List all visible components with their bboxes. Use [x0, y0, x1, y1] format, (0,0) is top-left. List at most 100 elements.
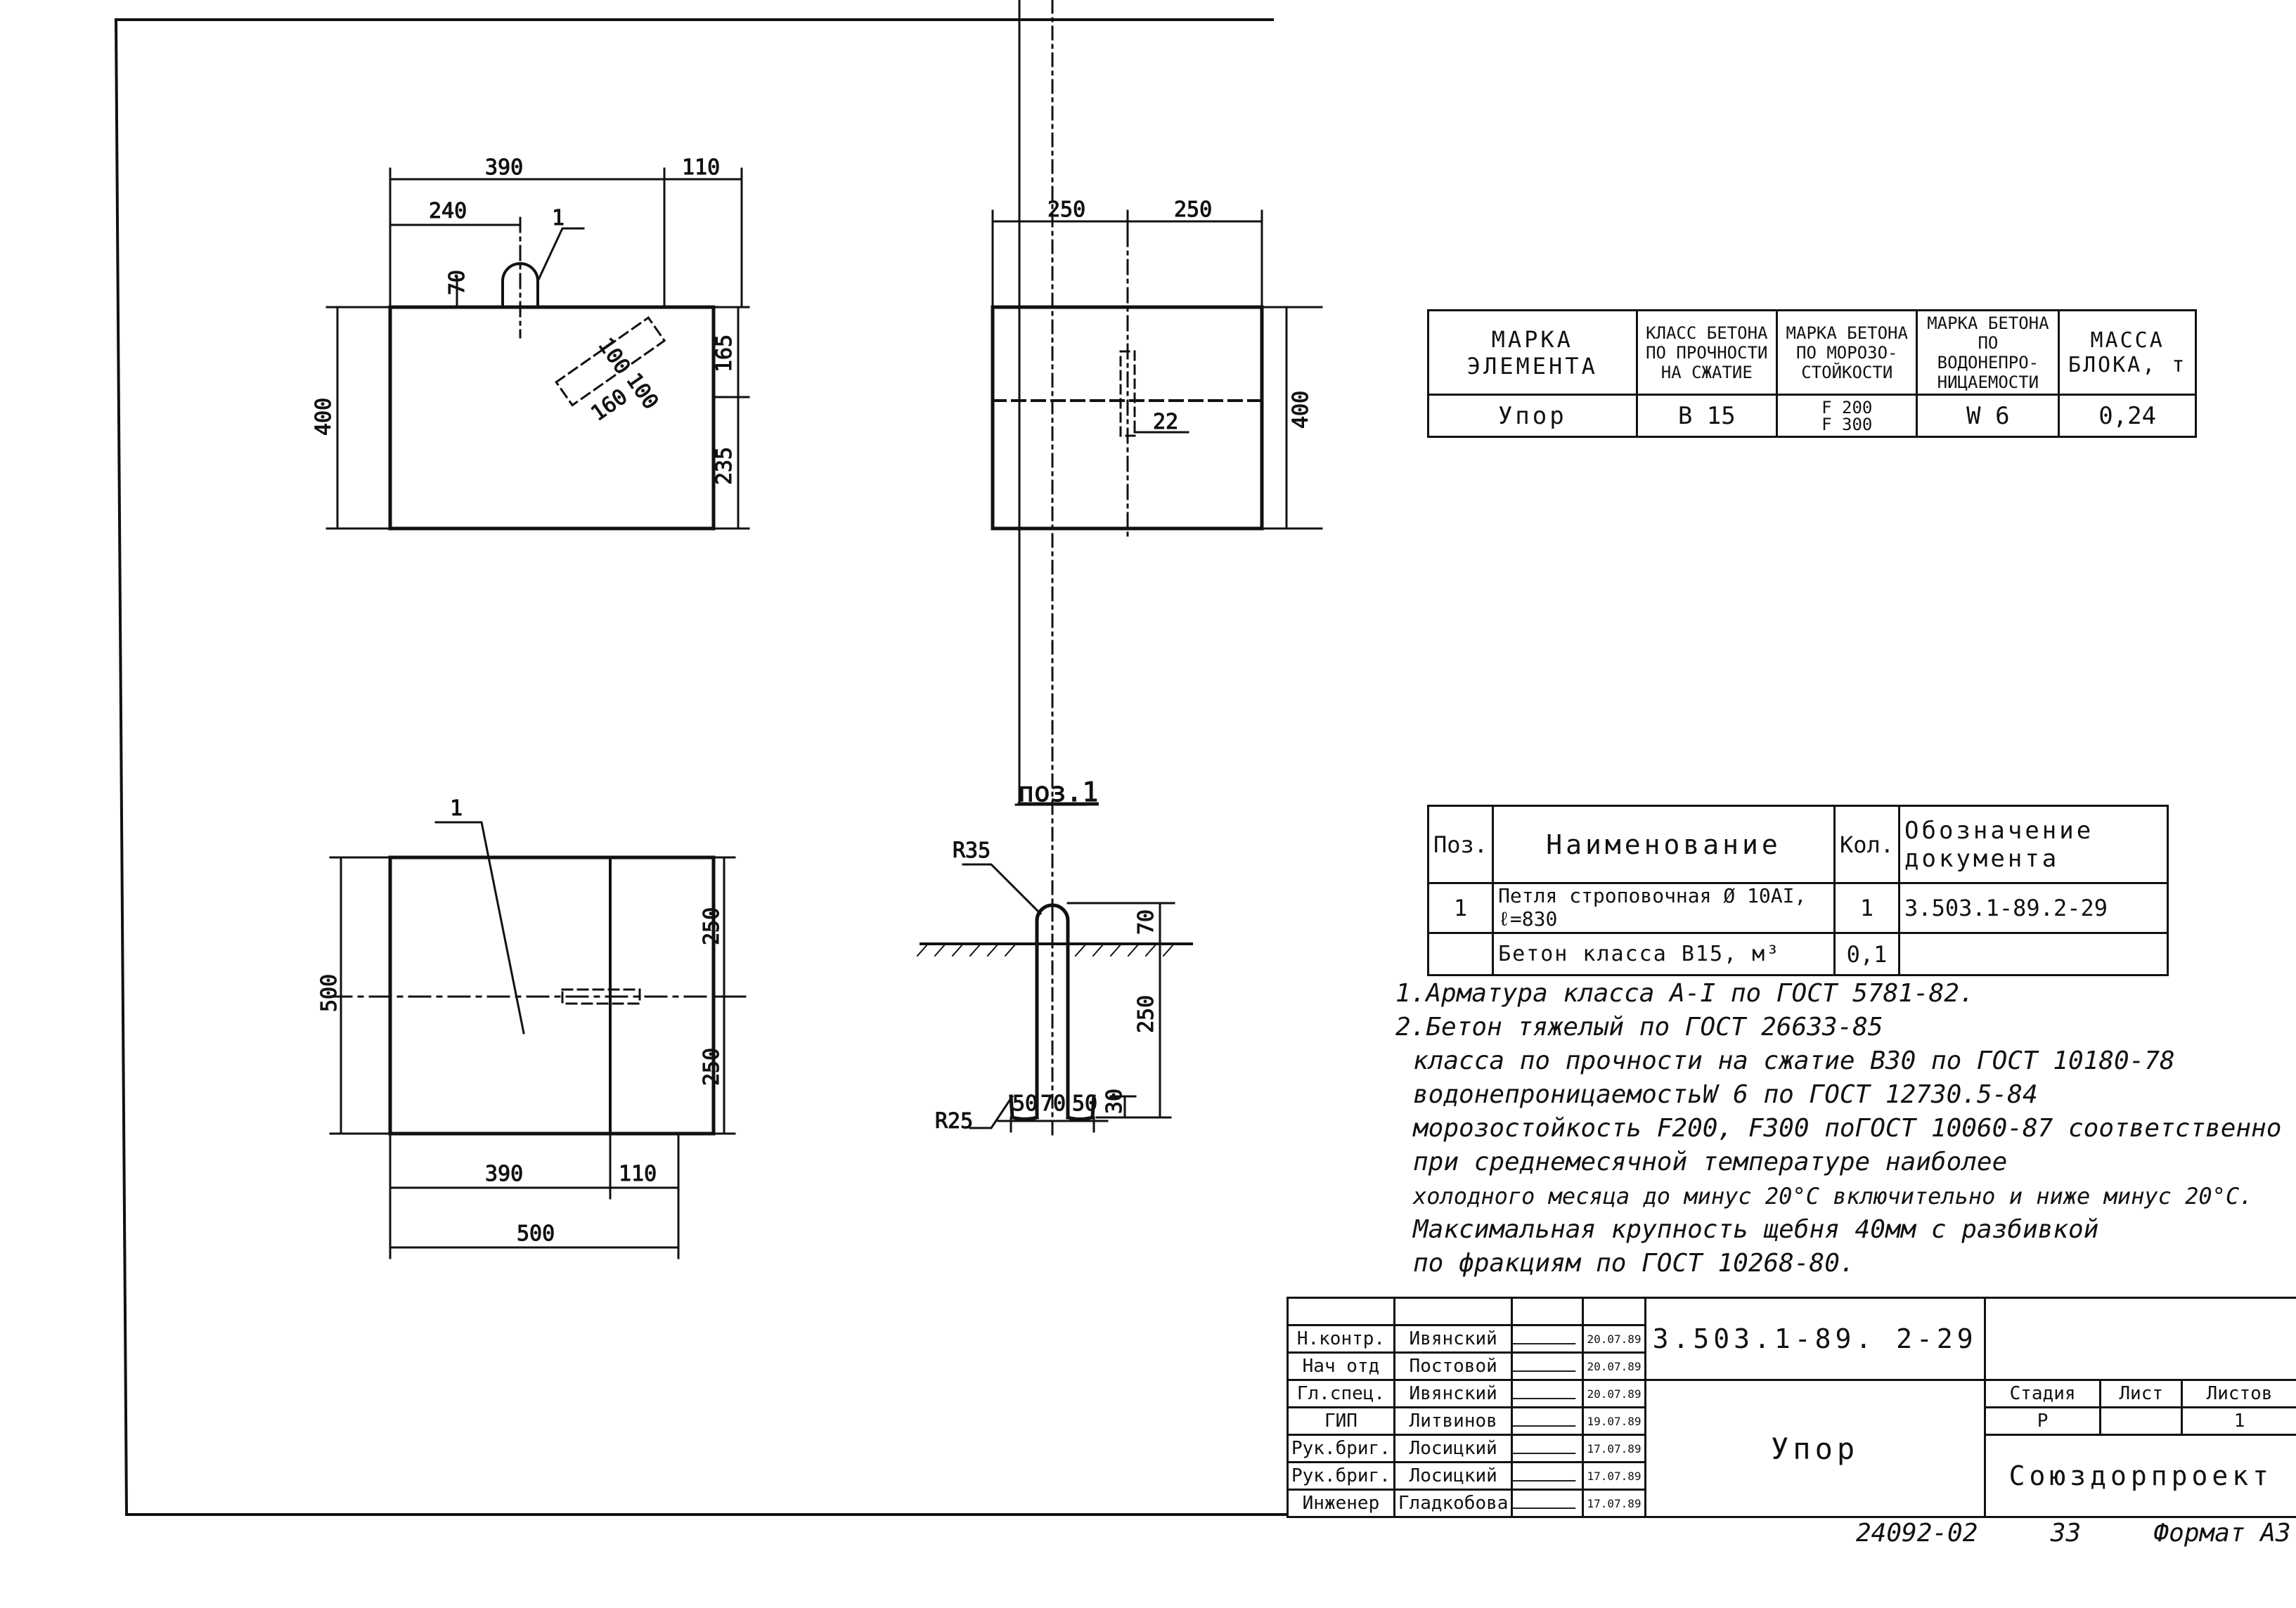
signature — [1511, 1434, 1585, 1463]
drawing-frame — [114, 18, 1288, 1517]
staff-role: ГИП — [1286, 1406, 1395, 1436]
dim-500-vertical: 500 — [317, 974, 342, 1012]
dim-500-horizontal: 500 — [517, 1221, 555, 1246]
dim-390: 390 — [485, 155, 523, 180]
header-mass: МАССА БЛОКА, т — [2058, 309, 2197, 396]
staff-name: Лосицкий — [1393, 1434, 1514, 1463]
spec-name: Бетон класса B15, м³ — [1492, 932, 1836, 976]
dim-detail-30: 30 — [1102, 1089, 1127, 1114]
staff-role: Гл.спец. — [1286, 1379, 1395, 1408]
spec-name: Петля строповочная Ø 10АI, ℓ=830 — [1492, 882, 1836, 934]
sheets-value: 1 — [2181, 1406, 2296, 1436]
cell-frost-2: F 300 — [1821, 414, 1873, 434]
staff-row: Рук.бриг. Лосицкий 17.07.89 — [1286, 1461, 2296, 1491]
staff-name: Ивянский — [1393, 1379, 1514, 1408]
dim-390-plan: 390 — [485, 1162, 523, 1186]
dim-r25: R25 — [935, 1109, 973, 1134]
dim-250-left: 250 — [1047, 197, 1085, 222]
drawing-code: 3.503.1-89. 2-29 — [1644, 1297, 1986, 1381]
staff-role: Н.контр. — [1286, 1324, 1395, 1354]
staff-name: Ивянский — [1393, 1324, 1514, 1354]
dim-detail-250: 250 — [1134, 995, 1159, 1033]
note-line: холодного месяца до минус 20°С включител… — [1413, 1183, 2253, 1210]
dim-detail-50-left: 50 — [1012, 1091, 1038, 1116]
note-line: 1.Арматура класса А-I по ГОСТ 5781-82. — [1395, 979, 1975, 1008]
notes-block: 1.Арматура класса А-I по ГОСТ 5781-82. 2… — [1395, 977, 2281, 1280]
signature — [1511, 1406, 1585, 1436]
dim-detail-70-bottom: 70 — [1040, 1091, 1066, 1116]
staff-date: 17.07.89 — [1582, 1489, 1646, 1518]
staff-row: Гл.спец. Ивянский 20.07.89 Упор Стадия Л… — [1286, 1379, 2296, 1518]
paper-format: Формат А3 — [2153, 1519, 2291, 1548]
staff-date: 20.07.89 — [1582, 1324, 1646, 1354]
spec-row: 1 Петля строповочная Ø 10АI, ℓ=830 1 3.5… — [1426, 882, 2169, 934]
staff-date: 17.07.89 — [1582, 1434, 1646, 1463]
note-line: по фракциям по ГОСТ 10268-80. — [1413, 1249, 1855, 1278]
spec-header-pos: Поз. — [1426, 805, 1495, 884]
cell-strength: B 15 — [1635, 394, 1779, 438]
signature — [1511, 1489, 1585, 1518]
spec-doc — [1898, 932, 2169, 976]
dim-400-side: 400 — [1289, 391, 1313, 429]
view-front — [325, 167, 750, 531]
specification-table: Поз. Наименование Кол. Обозначение докум… — [1426, 805, 2169, 976]
staff-row: ГИП Литвинов 19.07.89 Р 1 — [1286, 1406, 2296, 1436]
spec-header-doc: Обозначение документа — [1898, 805, 2169, 884]
note-line: при среднемесячной температуре наиболее — [1413, 1148, 2008, 1176]
dim-400: 400 — [311, 398, 336, 436]
dim-240: 240 — [429, 199, 467, 223]
header-strength: КЛАСС БЕТОНА ПО ПРОЧНОСТИ НА СЖАТИЕ — [1635, 309, 1779, 396]
spec-pos: 1 — [1426, 882, 1495, 934]
signature — [1511, 1461, 1585, 1491]
staff-date: 20.07.89 — [1582, 1351, 1646, 1381]
dim-110-plan: 110 — [619, 1162, 657, 1186]
spec-qty: 0,1 — [1833, 932, 1901, 976]
cell-frost: F 200 F 300 — [1776, 394, 1918, 438]
spec-row: Бетон класса B15, м³ 0,1 — [1426, 932, 2169, 976]
properties-table: МАРКА ЭЛЕМЕНТА КЛАСС БЕТОНА ПО ПРОЧНОСТИ… — [1427, 309, 2197, 438]
signature — [1511, 1351, 1585, 1381]
dim-165: 165 — [712, 335, 737, 372]
sheets-header: Листов — [2181, 1379, 2296, 1408]
view-plan — [329, 821, 747, 1259]
staff-row: Нач отд Постовой 20.07.89 — [1286, 1351, 2296, 1381]
footer: 24092-02 33 Формат А3 — [1856, 1517, 2291, 1550]
staff-name: Постовой — [1393, 1351, 1514, 1381]
signature — [1511, 1324, 1585, 1354]
note-line: водонепроницаемостьW 6 по ГОСТ 12730.5-8… — [1413, 1080, 2038, 1109]
note-line: 2.Бетон тяжелый по ГОСТ 26633-85 — [1395, 1013, 1883, 1042]
dim-22: 22 — [1153, 410, 1178, 434]
detail-title: поз.1 — [1018, 777, 1098, 808]
staff-date: 17.07.89 — [1582, 1461, 1646, 1491]
dim-110: 110 — [682, 155, 720, 180]
staff-name: Лосицкий — [1393, 1461, 1514, 1491]
staff-row: Рук.бриг. Лосицкий 17.07.89 Союздорпроек… — [1286, 1434, 2296, 1518]
cell-water: W 6 — [1916, 394, 2060, 438]
dim-250-top: 250 — [699, 907, 724, 945]
staff-role: Рук.бриг. — [1286, 1434, 1395, 1463]
dim-detail-50-right: 50 — [1072, 1091, 1097, 1116]
title-block: 3.503.1-89. 2-29 Н.контр. Ивянский 20.07… — [1286, 1297, 2296, 1518]
staff-row: Инженер Гладкобова 17.07.89 — [1286, 1489, 2296, 1518]
staff-row: Н.контр. Ивянский 20.07.89 — [1286, 1324, 2296, 1354]
header-water: МАРКА БЕТОНА ПО ВОДОНЕПРО-НИЦАЕМОСТИ — [1916, 309, 2060, 396]
spec-doc: 3.503.1-89.2-29 — [1898, 882, 2169, 934]
organization: Союздорпроект — [1983, 1434, 2296, 1518]
header-frost: МАРКА БЕТОНА ПО МОРОЗО-СТОЙКОСТИ — [1776, 309, 1918, 396]
staff-name: Гладкобова — [1393, 1489, 1514, 1518]
dim-250-bottom: 250 — [699, 1048, 724, 1086]
cell-mass: 0,24 — [2058, 394, 2197, 438]
staff-role: Рук.бриг. — [1286, 1461, 1395, 1491]
sheet-header: Лист — [2099, 1379, 2184, 1408]
detail-loop — [916, 0, 1193, 1140]
dim-235: 235 — [712, 447, 737, 485]
staff-role: Нач отд — [1286, 1351, 1395, 1381]
dim-detail-70: 70 — [1134, 909, 1159, 935]
stage-header: Стадия — [1983, 1379, 2102, 1408]
drawing-name: Упор — [1644, 1379, 1986, 1518]
view-side — [991, 209, 1323, 543]
note-line: класса по прочности на сжатие В30 по ГОС… — [1413, 1046, 2175, 1075]
position-label-plan: 1 — [450, 796, 463, 821]
dim-70: 70 — [445, 270, 470, 295]
sheet-value — [2099, 1406, 2184, 1436]
